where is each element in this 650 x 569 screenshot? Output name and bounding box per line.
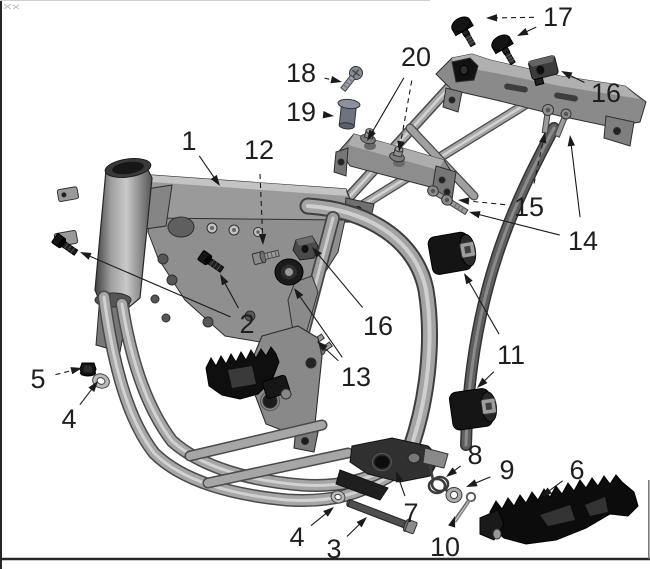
bumper-bolt-17b: [491, 34, 516, 66]
rubber-bumper-lower: [448, 388, 498, 431]
callout-label-15-socket-bolt: 15: [514, 192, 544, 222]
leader-arrowhead-4: [88, 381, 98, 392]
leader-arrowhead-13: [294, 288, 304, 300]
leader-line-11-rubber-bumper: [466, 277, 500, 335]
leader-line-20-flange-bolt: [369, 77, 405, 137]
screw-18: [340, 66, 363, 92]
leader-arrowhead-7: [396, 471, 404, 483]
leader-arrowhead-4: [323, 507, 334, 517]
flange-bolt-12: [251, 249, 280, 265]
leader-arrowhead-20: [397, 140, 405, 152]
callout-label-19-spacer-bushing: 19: [286, 97, 316, 127]
leader-line-17-bumper-bolt: [492, 16, 535, 19]
leader-arrowhead-16: [561, 71, 573, 80]
socket-bolt-14a: [554, 108, 572, 138]
leader-arrowhead-11: [464, 273, 473, 285]
leader-line-13-engine-mount: [297, 292, 343, 358]
callout-label-5-flange-nut: 5: [30, 364, 45, 394]
flange-bolt-2a: [51, 233, 79, 256]
rubber-bumper-upper: [427, 231, 477, 275]
washer-9: [445, 487, 463, 503]
spacer-bushing-19: [337, 98, 361, 130]
callout-label-17-bumper-bolt: 17: [543, 2, 573, 32]
leader-line-14-socket-bolt: [570, 140, 581, 218]
callout-label-2-flange-bolt: 2: [239, 309, 254, 339]
bumper-bolt-17a: [451, 16, 476, 48]
right-foot-peg: [479, 474, 639, 545]
callout-label-9-washer: 9: [499, 455, 514, 485]
washer-4-left: [92, 373, 110, 389]
callout-label-7-foot-peg-mount: 7: [403, 498, 418, 528]
leader-arrowhead-11: [477, 377, 488, 388]
callout-label-20-flange-bolt: 20: [401, 42, 431, 72]
leader-arrowhead-1: [210, 174, 220, 186]
leader-line-16-cable-guide: [315, 251, 364, 308]
leader-line-1-main-frame: [198, 155, 218, 182]
callout-label-10-cotter-pin: 10: [430, 532, 460, 562]
callout-label-16-cable-guide: 16: [591, 78, 621, 108]
washer-4-bottom: [330, 490, 346, 504]
leader-arrowhead-2: [80, 252, 92, 260]
cotter-pin-10: [453, 491, 477, 523]
leader-arrowhead-18: [330, 76, 342, 84]
leader-arrowhead-20: [367, 129, 376, 141]
leader-line-14-socket-bolt: [474, 212, 560, 236]
leader-arrowhead-13: [317, 341, 328, 352]
hex-bolt-3: [346, 499, 418, 535]
leader-arrowhead-2: [220, 274, 229, 286]
corner-mark: [3, 3, 20, 10]
flange-nut-5: [79, 362, 97, 377]
leader-line-12-flange-bolt: [259, 173, 264, 239]
leader-arrowhead-14: [567, 135, 576, 147]
cable-guide-top: [527, 55, 559, 87]
leader-line-15-socket-bolt: [533, 137, 545, 184]
left-foot-peg: [205, 346, 292, 400]
leader-arrowhead-15: [539, 132, 547, 144]
leader-line-2-flange-bolt: [222, 279, 239, 309]
leader-arrowhead-10: [448, 516, 456, 528]
leader-line-20-flange-bolt: [399, 80, 413, 147]
callout-label-1-main-frame: 1: [181, 126, 196, 156]
flange-bolt-2b: [197, 250, 225, 273]
leader-arrowhead-9: [466, 479, 478, 487]
callout-label-14-socket-bolt: 14: [568, 226, 598, 256]
callout-label-11-rubber-bumper: 11: [497, 340, 525, 370]
leader-arrowhead-19: [322, 111, 334, 119]
leader-arrowhead-15: [458, 197, 470, 205]
leader-line-2-flange-bolt: [85, 253, 231, 318]
callout-label-16-cable-guide: 16: [363, 311, 393, 341]
callout-label-12-flange-bolt: 12: [244, 135, 274, 165]
leader-line-15-socket-bolt: [463, 200, 506, 206]
callout-label-4-washer: 4: [289, 522, 304, 552]
lower-mount-bracket: [335, 437, 449, 501]
callout-label-13-engine-mount: 13: [341, 362, 371, 392]
cable-guide-mid: [292, 235, 319, 261]
leader-arrowhead-5: [70, 367, 82, 375]
frame-artwork: [51, 16, 647, 545]
callout-label-8-return-spring: 8: [467, 440, 482, 470]
leader-arrowhead-3: [356, 517, 367, 528]
leader-arrowhead-6: [541, 487, 553, 497]
callout-label-6-foot-peg: 6: [569, 455, 584, 485]
leader-arrowhead-14: [469, 211, 481, 219]
callout-label-3-hex-bolt: 3: [326, 534, 341, 564]
leader-arrowhead-17: [486, 14, 498, 22]
leader-arrowhead-8: [446, 467, 457, 477]
callout-label-4-washer: 4: [61, 404, 76, 434]
socket-bolt-14b: [441, 194, 469, 216]
leader-arrowhead-17: [517, 28, 529, 36]
leader-arrowhead-12: [258, 233, 267, 245]
callout-label-18-screw: 18: [286, 58, 316, 88]
leader-line-5-flange-nut: [55, 368, 77, 376]
leader-arrowhead-16: [312, 247, 322, 258]
